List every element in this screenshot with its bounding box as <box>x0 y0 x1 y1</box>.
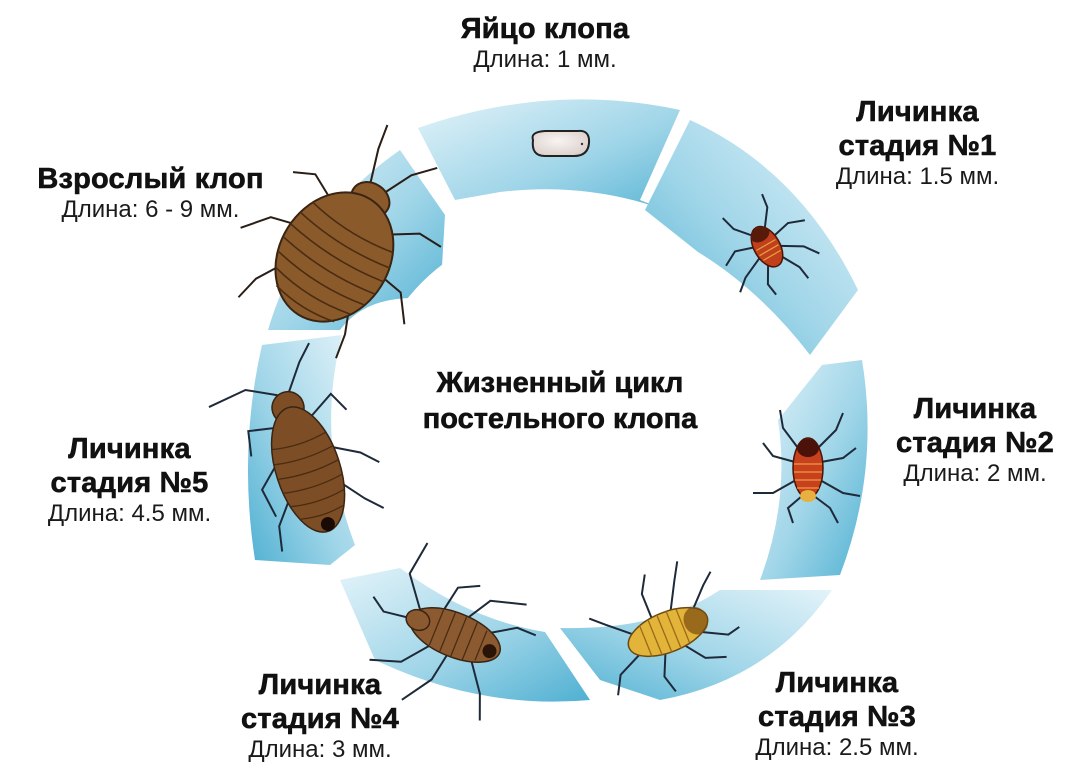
stage-name: Личинка <box>775 667 899 700</box>
egg-icon <box>531 129 591 157</box>
stage-name: Личинка <box>258 669 382 702</box>
stage-name: Взрослый клоп <box>37 163 264 196</box>
title-line-1: Жизненный цикл <box>436 367 684 400</box>
label-nymph4: Личинка стадия №4 Длина: 3 мм. <box>205 668 435 765</box>
stage-sub: стадия №3 <box>758 701 916 734</box>
stage-length: Длина: 1 мм. <box>473 46 617 74</box>
stage-length: Длина: 6 - 9 мм. <box>61 196 240 224</box>
stage-sub: стадия №2 <box>896 427 1054 460</box>
label-nymph2: Личинка стадия №2 Длина: 2 мм. <box>870 392 1080 489</box>
nymph3-bug-icon <box>588 561 740 696</box>
stage-length: Длина: 1.5 мм. <box>835 163 1000 191</box>
nymph4-bug-icon <box>369 542 537 721</box>
ring-segment-egg <box>418 99 690 220</box>
nymph2-bug-icon <box>753 409 861 524</box>
ring-segment-nymph3 <box>560 590 832 700</box>
nymph1-bug-icon <box>722 193 820 296</box>
stage-length: Длина: 2 мм. <box>903 460 1047 488</box>
stage-sub: стадия №1 <box>838 130 997 163</box>
stage-length: Длина: 2.5 мм. <box>755 734 919 762</box>
stage-sub: стадия №5 <box>50 467 209 500</box>
stage-sub: стадия №4 <box>241 703 399 736</box>
stage-length: Длина: 3 мм. <box>248 736 392 764</box>
label-adult: Взрослый клоп Длина: 6 - 9 мм. <box>8 162 293 225</box>
stage-name: Личинка <box>913 393 1037 426</box>
stage-name: Личинка <box>856 96 979 129</box>
stage-length: Длина: 4.5 мм. <box>47 500 212 528</box>
label-nymph3: Личинка стадия №3 Длина: 2.5 мм. <box>722 666 952 763</box>
nymph5-bug-icon <box>208 342 385 552</box>
adult-bug-icon <box>237 124 442 359</box>
stage-name: Яйцо клопа <box>460 13 630 46</box>
label-nymph5: Личинка стадия №5 Длина: 4.5 мм. <box>12 432 247 529</box>
title-line-2: постельного клопа <box>422 403 698 436</box>
label-nymph1: Личинка стадия №1 Длина: 1.5 мм. <box>800 95 1035 192</box>
stage-name: Личинка <box>68 433 191 466</box>
label-egg: Яйцо клопа Длина: 1 мм. <box>420 12 670 75</box>
diagram-title: Жизненный цикл постельного клопа <box>360 365 760 438</box>
